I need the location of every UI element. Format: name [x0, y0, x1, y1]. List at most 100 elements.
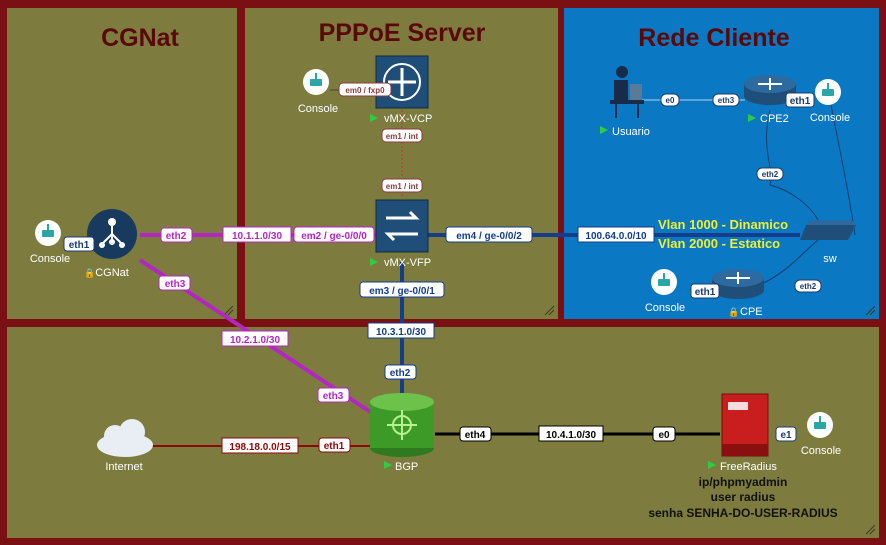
iface-badge[interactable]	[359, 281, 445, 298]
iface-badge[interactable]	[318, 437, 351, 453]
iface-badge[interactable]	[794, 279, 822, 293]
running-indicator-icon	[748, 114, 756, 122]
server-icon[interactable]	[721, 393, 769, 457]
network-badge[interactable]	[367, 322, 435, 339]
iface-badge[interactable]	[775, 426, 797, 442]
iface-cpe2-eth3: eth3	[718, 96, 735, 105]
link-cpe2-sw[interactable]	[766, 109, 819, 221]
iface-cpe2-eth2: eth2	[762, 170, 779, 179]
cpe-router-icon[interactable]	[712, 269, 764, 299]
console-label-cgnat: Console	[30, 253, 70, 265]
console-icon[interactable]	[651, 269, 677, 295]
iface-bgp-eth1: eth1	[324, 441, 345, 452]
iface-badge[interactable]	[160, 227, 193, 243]
console-icon[interactable]	[815, 79, 841, 105]
switch-icon[interactable]	[800, 220, 856, 240]
iface-badge[interactable]	[317, 387, 350, 403]
iface-badge[interactable]	[652, 426, 676, 442]
vlan-2000-label: Vlan 2000 - Estatico	[658, 236, 780, 251]
note-user: user radius	[711, 490, 776, 504]
iface-bgp-eth2: eth2	[390, 368, 411, 379]
iface-bgp-eth4: eth4	[465, 430, 486, 441]
lock-icon: 🔒	[728, 307, 739, 317]
iface-badge[interactable]	[384, 364, 417, 380]
zone-title-pppoe: PPPoE Server	[319, 19, 486, 47]
cgnat-label: CGNat	[95, 267, 129, 279]
running-indicator-icon	[384, 461, 392, 469]
cloud-icon[interactable]	[97, 419, 153, 457]
vcp-label: vMX-VCP	[384, 113, 432, 125]
iface-fr-e0: e0	[658, 430, 670, 441]
console-label-cpe: Console	[645, 302, 685, 314]
iface-badge[interactable]	[660, 93, 680, 107]
user-workstation-icon[interactable]	[610, 66, 644, 118]
iface-vfp-em2: em2 / ge-0/0/0	[301, 231, 367, 242]
sw-label: sw	[823, 253, 837, 265]
iface-cgnat-eth2: eth2	[166, 231, 187, 242]
zone-title-client: Rede Cliente	[638, 24, 790, 52]
network-badge[interactable]	[221, 330, 289, 347]
iface-badge[interactable]	[459, 426, 492, 442]
running-indicator-icon	[370, 258, 378, 266]
console-label-vcp: Console	[298, 103, 338, 115]
zone-cgnat	[7, 8, 237, 319]
iface-bgp-eth3: eth3	[323, 391, 344, 402]
iface-badge[interactable]	[712, 93, 740, 107]
iface-vfp-em3: em3 / ge-0/0/1	[369, 286, 435, 297]
vfp-label: vMX-VFP	[384, 257, 431, 269]
console-icon[interactable]	[303, 69, 329, 95]
bgp-label: BGP	[395, 461, 418, 473]
usuario-label: Usuario	[612, 126, 650, 138]
iface-vcp-em1: em1 / int	[386, 132, 419, 141]
network-badge[interactable]	[221, 437, 299, 454]
bgp-router-icon[interactable]	[370, 393, 434, 457]
iface-badge[interactable]	[445, 226, 533, 243]
iface-badge[interactable]	[690, 283, 720, 299]
iface-fr-e1: e1	[780, 430, 792, 441]
internet-label: Internet	[105, 461, 142, 473]
iface-badge[interactable]	[381, 178, 423, 193]
zone-title-cgnat: CGNat	[101, 24, 179, 52]
running-indicator-icon	[370, 114, 378, 122]
vmx-vfp-node[interactable]	[375, 199, 429, 253]
vlan-1000-label: Vlan 1000 - Dinamico	[658, 217, 788, 232]
zone-client	[564, 8, 879, 319]
iface-badge[interactable]	[338, 82, 392, 97]
iface-badge[interactable]	[381, 128, 423, 143]
iface-cpe2-eth1: eth1	[790, 96, 811, 107]
console-icon[interactable]	[35, 220, 61, 246]
note-password: senha SENHA-DO-USER-RADIUS	[648, 506, 837, 520]
iface-badge[interactable]	[756, 167, 784, 181]
cgnat-node[interactable]	[87, 209, 137, 259]
lock-icon: 🔒	[84, 268, 95, 278]
network-badge[interactable]	[577, 226, 655, 243]
console-icon[interactable]	[807, 412, 833, 438]
iface-badge[interactable]	[158, 275, 191, 291]
link-sw-cpe[interactable]	[759, 239, 819, 286]
iface-vcp-em0: em0 / fxp0	[345, 86, 385, 95]
freeradius-label: FreeRadius	[720, 461, 777, 473]
network-10-1-1: 10.1.1.0/30	[232, 231, 282, 242]
iface-cpe-eth1: eth1	[695, 287, 716, 298]
iface-badge[interactable]	[63, 236, 95, 252]
iface-vfp-em4: em4 / ge-0/0/2	[456, 231, 522, 242]
note-phpmyadmin: ip/phpmyadmin	[699, 475, 788, 489]
console-label-freeradius: Console	[801, 445, 841, 457]
resize-grip-icon[interactable]	[223, 305, 876, 535]
iface-cgnat-eth1: eth1	[69, 240, 90, 251]
iface-badge[interactable]	[785, 92, 815, 108]
iface-vfp-em1: em1 / int	[386, 182, 419, 191]
network-100-64: 100.64.0.0/10	[585, 231, 647, 242]
iface-badge[interactable]	[293, 226, 375, 243]
cpe-label: CPE	[740, 306, 763, 318]
vmx-vcp-node[interactable]	[375, 55, 429, 109]
iface-cpe-eth2: eth2	[800, 282, 817, 291]
network-badge[interactable]	[222, 226, 292, 243]
network-198-18: 198.18.0.0/15	[229, 442, 291, 453]
network-badge[interactable]	[538, 425, 604, 442]
network-10-4-1: 10.4.1.0/30	[546, 430, 596, 441]
iface-cgnat-eth3: eth3	[165, 279, 186, 290]
console-label-cpe2: Console	[810, 112, 850, 124]
cpe2-label: CPE2	[760, 113, 789, 125]
cpe2-router-icon[interactable]	[744, 75, 796, 105]
